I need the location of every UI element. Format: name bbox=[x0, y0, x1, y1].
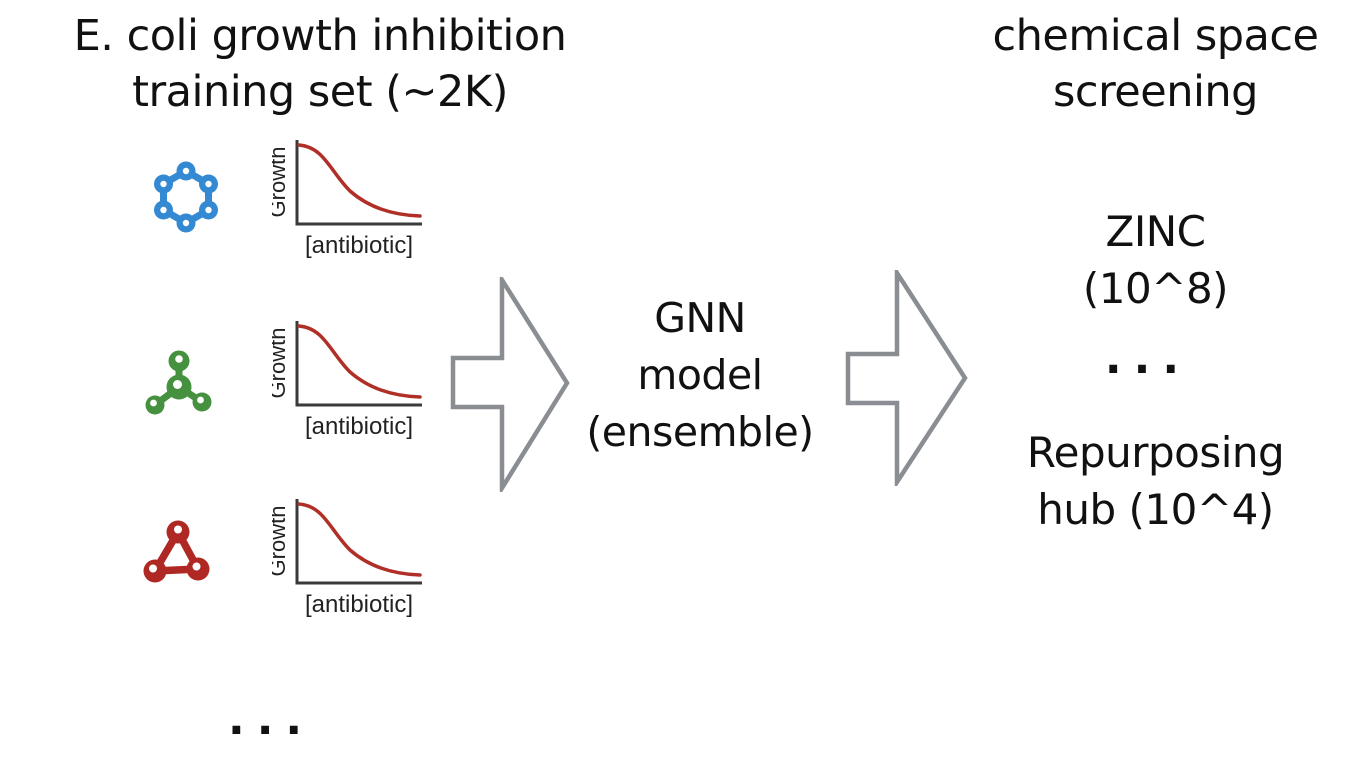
growth-axis-label: Growth bbox=[272, 328, 290, 399]
training-set-ellipsis: ... bbox=[228, 694, 315, 745]
antibiotic-axis-label: [antibiotic] bbox=[305, 232, 413, 259]
training-set-title-line2: training set (~2K) bbox=[132, 67, 508, 117]
blue-ring-molecule-icon bbox=[154, 161, 218, 233]
gnn-model-label: GNN model (ensemble) bbox=[545, 290, 855, 461]
repurposing-line1: Repurposing bbox=[1026, 428, 1285, 477]
zinc-line2: (10^8) bbox=[1082, 264, 1229, 313]
gnn-model-line3: (ensemble) bbox=[586, 408, 814, 456]
zinc-line1: ZINC bbox=[1105, 207, 1206, 256]
antibiotic-axis-label: [antibiotic] bbox=[305, 591, 413, 618]
gnn-model-line1: GNN bbox=[654, 294, 746, 342]
right-block-arrow-icon-1 bbox=[450, 277, 570, 492]
growth-axis-label: Growth bbox=[272, 506, 290, 577]
repurposing-line2: hub (10^4) bbox=[1037, 485, 1274, 534]
gnn-model-line2: model bbox=[637, 351, 763, 399]
screening-title-line2: screening bbox=[1053, 67, 1258, 117]
antibiotic-axis-label: [antibiotic] bbox=[305, 413, 413, 440]
growth-curve-chart-3: Growth [antibiotic] bbox=[272, 499, 422, 618]
screening-title: chemical space screening bbox=[958, 8, 1353, 120]
growth-curve-chart-2: Growth [antibiotic] bbox=[272, 321, 422, 440]
training-set-title: E. coli growth inhibition training set (… bbox=[20, 8, 620, 120]
zinc-library-label: ZINC (10^8) bbox=[958, 203, 1353, 317]
training-set-title-line1: E. coli growth inhibition bbox=[73, 11, 567, 61]
repurposing-hub-label: Repurposing hub (10^4) bbox=[958, 424, 1353, 538]
libraries-ellipsis: ... bbox=[1104, 333, 1192, 384]
growth-axis-label: Growth bbox=[272, 147, 290, 218]
green-branched-molecule-icon bbox=[145, 350, 212, 415]
right-block-arrow-icon-2 bbox=[845, 270, 968, 486]
screening-title-line1: chemical space bbox=[992, 11, 1319, 61]
growth-curve-chart-1: Growth [antibiotic] bbox=[272, 140, 422, 259]
red-triangle-molecule-icon bbox=[143, 520, 210, 583]
